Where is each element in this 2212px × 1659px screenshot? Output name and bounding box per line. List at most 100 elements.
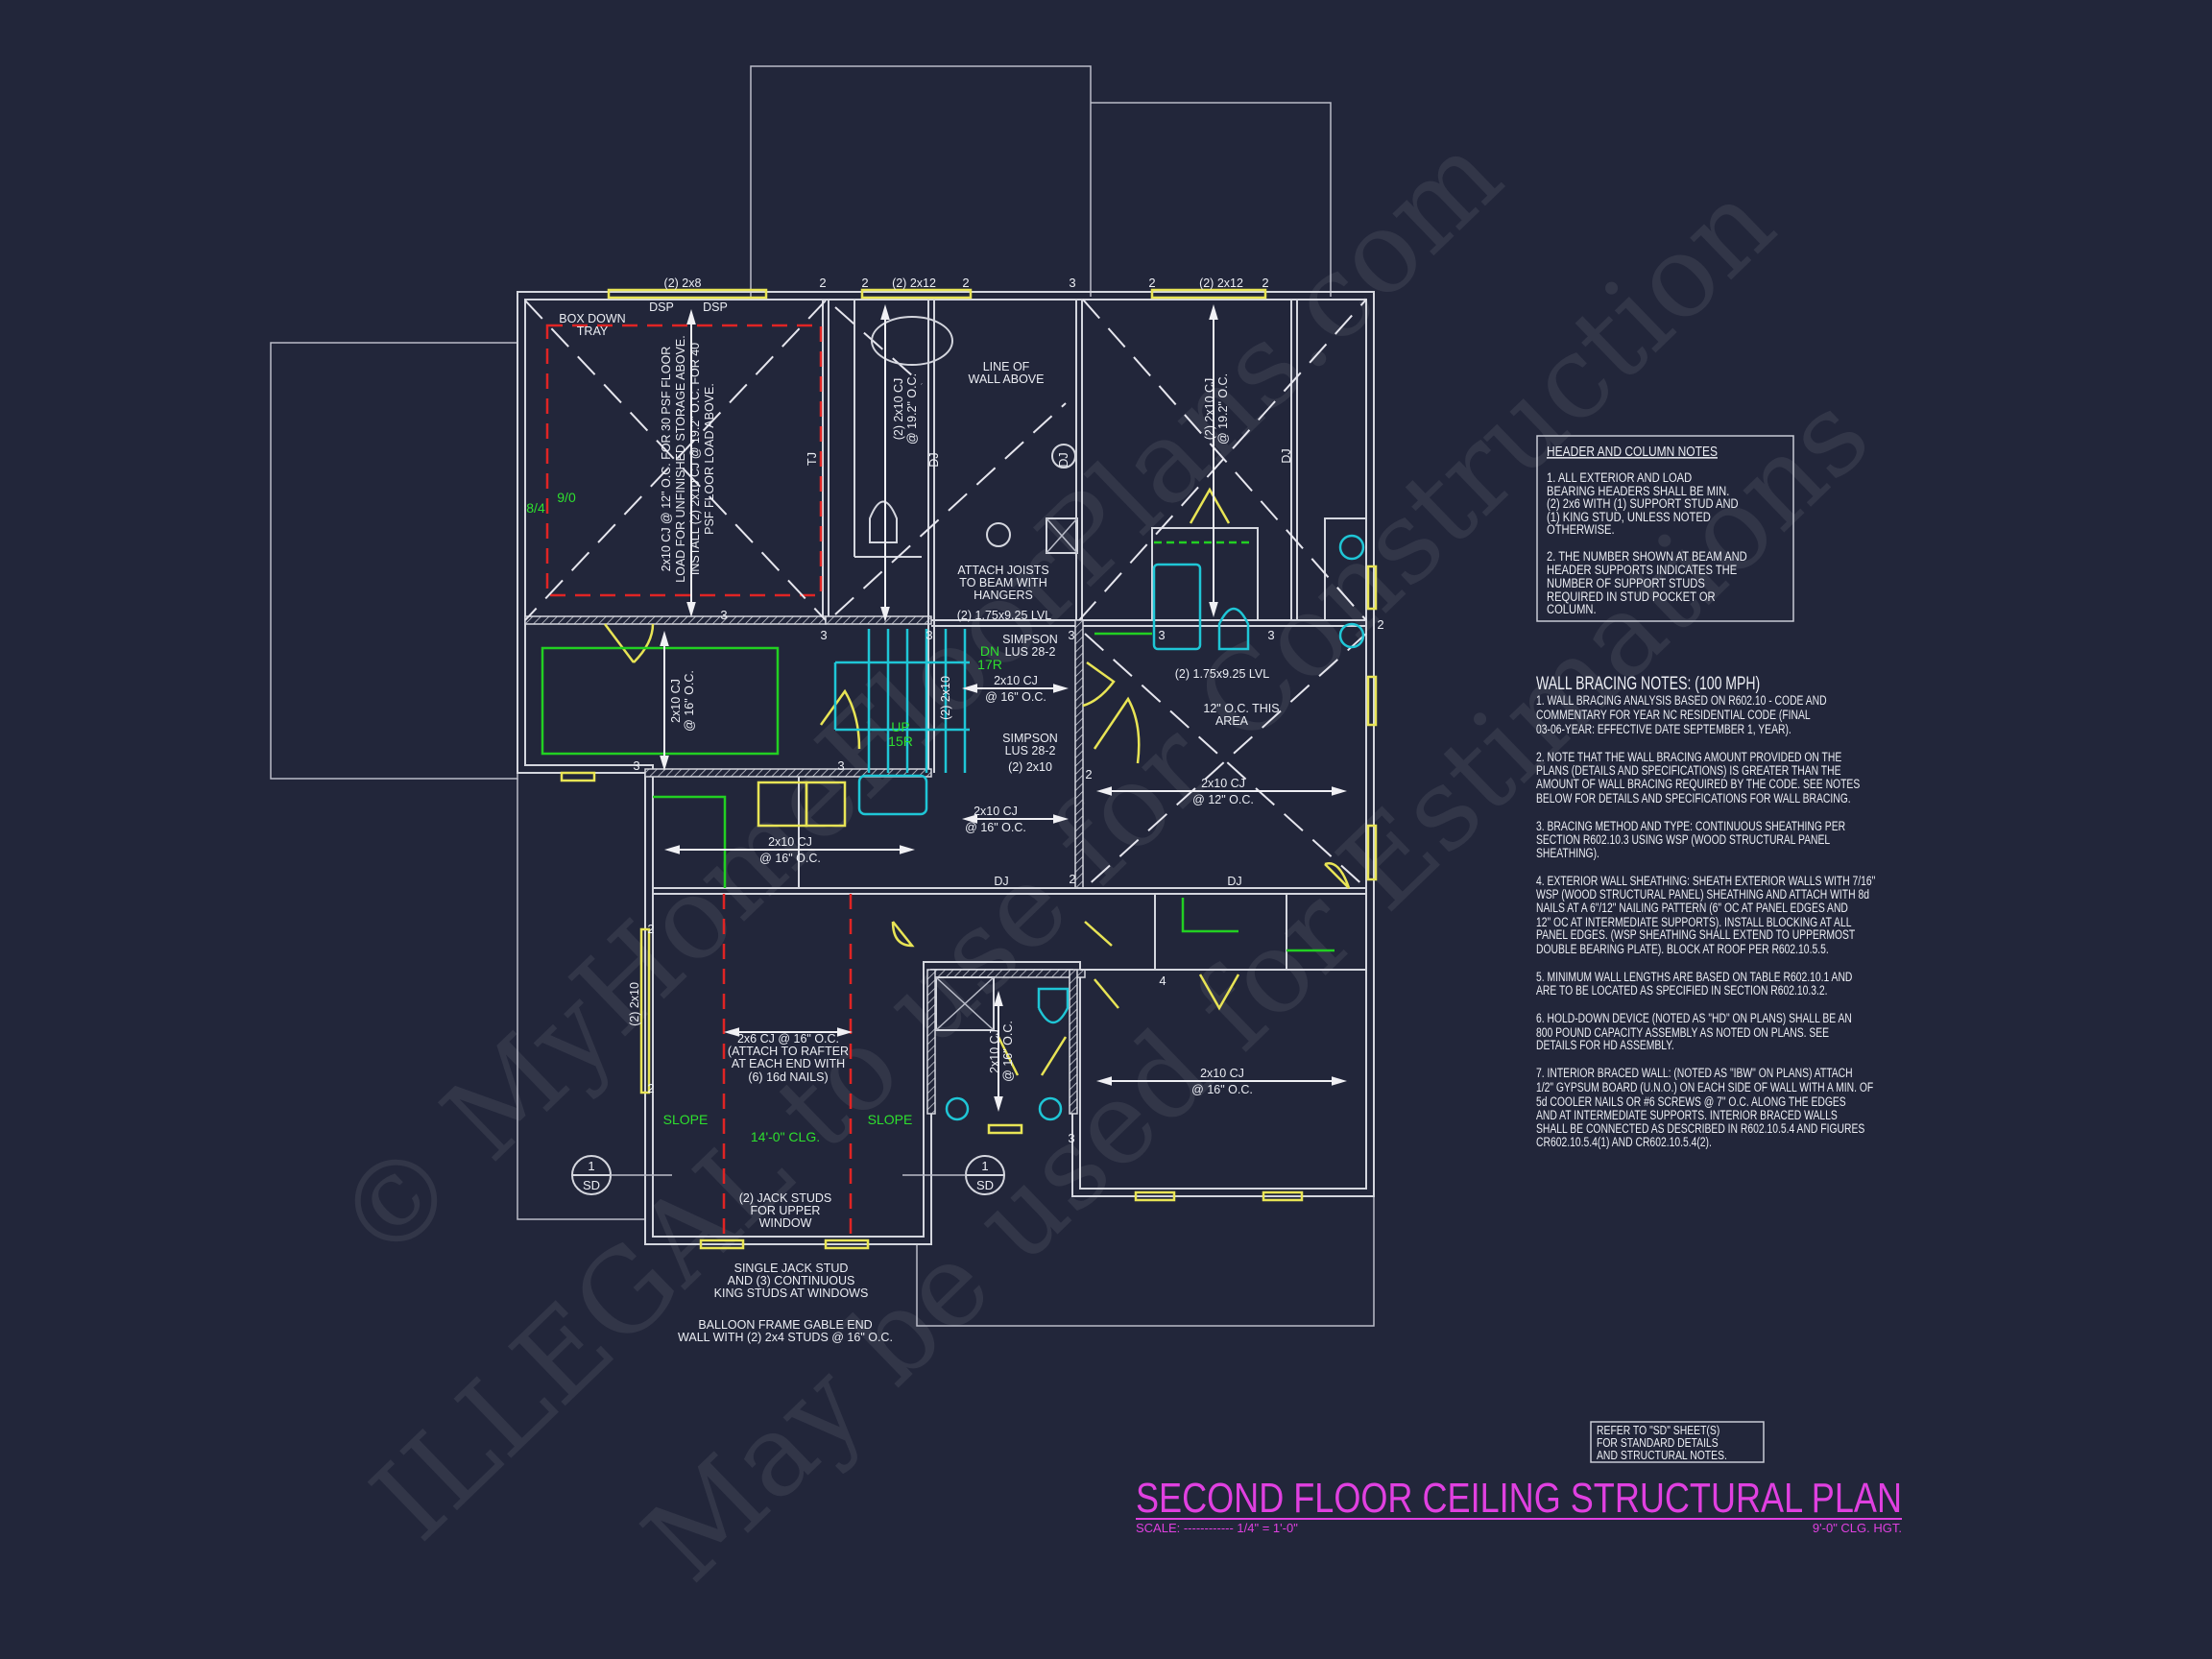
support-number: 3 bbox=[1068, 628, 1074, 642]
balloon-frame-note: BALLOON FRAME GABLE END bbox=[698, 1318, 872, 1332]
note-line: SECTION R602.10.3 USING WSP (WOOD STRUCT… bbox=[1536, 831, 1830, 847]
line-of-wall-label: WALL ABOVE bbox=[969, 373, 1045, 386]
support-number: 3 bbox=[633, 758, 639, 773]
oc-area-note: 12" O.C. THIS bbox=[1203, 702, 1279, 715]
rafter-note: AT EACH END WITH bbox=[732, 1057, 845, 1070]
refer-line: FOR STANDARD DETAILS bbox=[1597, 1436, 1719, 1450]
note-line: COLUMN. bbox=[1547, 602, 1597, 616]
support-number: 2 bbox=[962, 276, 969, 290]
line-of-wall-label: LINE OF bbox=[983, 360, 1030, 373]
joist-label: @ 16" O.C. bbox=[1191, 1083, 1253, 1096]
note-line: PLANS (DETAILS AND SPECIFICATIONS) IS GR… bbox=[1536, 762, 1840, 778]
ceiling-lines bbox=[524, 299, 1367, 1237]
note-line: DOUBLE BEARING PLATE). BLOCK AT ROOF PER… bbox=[1536, 941, 1829, 956]
support-number: 2 bbox=[819, 276, 826, 290]
joist-label: @ 19.2" O.C. bbox=[1216, 373, 1230, 445]
stair-up-label: UP bbox=[891, 719, 909, 734]
tub-icon bbox=[871, 316, 953, 366]
joist-label: (2) 2x10 CJ bbox=[1203, 378, 1216, 441]
toilet-icon bbox=[1037, 987, 1070, 1024]
ceiling-height-label: 14'-0" CLG. bbox=[751, 1129, 820, 1144]
support-number: 3 bbox=[926, 628, 932, 642]
tray-joist-note: LOAD FOR UNFINISHED STORAGE ABOVE. bbox=[674, 335, 687, 582]
shower-icon bbox=[935, 976, 995, 1031]
section-number: 1 bbox=[981, 1159, 988, 1173]
note-line: OTHERWISE. bbox=[1547, 522, 1615, 537]
appliance-icon bbox=[805, 781, 847, 828]
section-marker[interactable]: 1 SD bbox=[902, 1155, 1005, 1195]
note-line: AND AT INTERMEDIATE SUPPORTS. INTERIOR B… bbox=[1536, 1107, 1838, 1122]
note-line: HEADER SUPPORTS INDICATES THE bbox=[1547, 563, 1737, 577]
dsp-label: DSP bbox=[649, 301, 674, 314]
header-column-notes: HEADER AND COLUMN NOTES 1. ALL EXTERIOR … bbox=[1536, 435, 1794, 622]
header-label: (2) 2x12 bbox=[892, 276, 936, 290]
note-line: COMMENTARY FOR YEAR NC RESIDENTIAL CODE … bbox=[1536, 707, 1811, 722]
dj-label: DJ bbox=[1227, 875, 1241, 888]
note-line: 7. INTERIOR BRACED WALL: (NOTED AS "IBW"… bbox=[1536, 1065, 1853, 1080]
note-line: 1. ALL EXTERIOR AND LOAD bbox=[1547, 470, 1692, 485]
ceiling-height-note: 9'-0" CLG. HGT. bbox=[1813, 1521, 1902, 1535]
notes-heading: WALL BRACING NOTES: (100 MPH) bbox=[1536, 673, 1760, 694]
simpson-hanger-label: LUS 28-2 bbox=[1005, 744, 1056, 757]
note-line: AMOUNT OF WALL BRACING REQUIRED BY THE C… bbox=[1536, 776, 1860, 791]
support-number: 2 bbox=[1148, 276, 1155, 290]
section-sheet: SD bbox=[976, 1178, 994, 1192]
attach-joists-note: ATTACH JOISTS bbox=[957, 564, 1048, 577]
support-number: 2 bbox=[1262, 276, 1268, 290]
note-line: 6. HOLD-DOWN DEVICE (NOTED AS "HD" ON PL… bbox=[1536, 1010, 1852, 1025]
support-number: 2 bbox=[1069, 872, 1075, 886]
note-line: WSP (WOOD STRUCTURAL PANEL) SHEATHING AN… bbox=[1536, 886, 1869, 902]
support-number: 3 bbox=[720, 608, 727, 622]
bathtub-icon bbox=[1152, 563, 1202, 651]
joist-label: 2x10 CJ bbox=[1201, 777, 1245, 790]
note-line: 3. BRACING METHOD AND TYPE: CONTINUOUS S… bbox=[1536, 818, 1845, 833]
roof-outlines bbox=[270, 65, 1375, 1327]
note-line: REQUIRED IN STUD POCKET OR bbox=[1547, 589, 1716, 604]
sink-icon bbox=[1338, 534, 1365, 561]
joist-label: @ 16" O.C. bbox=[759, 852, 821, 865]
oc-area-note: AREA bbox=[1215, 714, 1249, 728]
box-down-label: BOX DOWN bbox=[559, 312, 625, 325]
dj-label: DJ bbox=[1280, 448, 1293, 463]
joist-label: @ 19.2" O.C. bbox=[905, 373, 919, 445]
support-number: 3 bbox=[837, 758, 844, 773]
dj-label: DJ bbox=[1057, 452, 1070, 467]
note-line: DETAILS FOR HD ASSEMBLY. bbox=[1536, 1037, 1674, 1052]
joist-label: 2x10 CJ bbox=[974, 805, 1018, 818]
rafter-note: (ATTACH TO RAFTER bbox=[728, 1045, 849, 1058]
stair-down-label: 17R bbox=[977, 657, 1002, 672]
support-number: 2 bbox=[1085, 767, 1092, 781]
title-block: SECOND FLOOR CEILING STRUCTURAL PLAN SCA… bbox=[1136, 1475, 1902, 1535]
note-line: SHALL BE CONNECTED AS DESCRIBED IN R602.… bbox=[1536, 1120, 1864, 1136]
refer-line: AND STRUCTURAL NOTES. bbox=[1597, 1449, 1727, 1462]
rafter-note: (6) 16d NAILS) bbox=[748, 1070, 828, 1084]
dj-label: DJ bbox=[994, 875, 1008, 888]
note-line: 800 POUND CAPACITY ASSEMBLY AS NOTED ON … bbox=[1536, 1024, 1829, 1040]
attach-joists-note: TO BEAM WITH bbox=[959, 576, 1046, 589]
drawing-title: SECOND FLOOR CEILING STRUCTURAL PLAN bbox=[1136, 1475, 1902, 1522]
joist-label: @ 16" O.C. bbox=[965, 821, 1026, 834]
sink-icon bbox=[1038, 1096, 1063, 1121]
note-line: PANEL EDGES. (WSP SHEATHING SHALL EXTEND… bbox=[1536, 926, 1856, 942]
interior-walls bbox=[517, 300, 1367, 1115]
doors bbox=[604, 487, 1351, 1076]
note-line: BELOW FOR DETAILS AND SPECIFICATIONS FOR… bbox=[1536, 790, 1851, 805]
note-line: 12" OC AT INTERMEDIATE SUPPORTS). INSTAL… bbox=[1536, 914, 1852, 929]
notes-heading: HEADER AND COLUMN NOTES bbox=[1547, 444, 1718, 460]
refer-line: REFER TO "SD" SHEET(S) bbox=[1597, 1424, 1719, 1437]
section-sheet: SD bbox=[583, 1178, 600, 1192]
support-number: 3 bbox=[1267, 628, 1274, 642]
beam-label: (2) 2x10 bbox=[939, 676, 952, 720]
header-label: (2) 2x12 bbox=[1199, 276, 1243, 290]
dsp-label: DSP bbox=[703, 301, 728, 314]
balloon-frame-note: WALL WITH (2) 2x4 STUDS @ 16" O.C. bbox=[678, 1331, 893, 1344]
note-line: (2) 2x6 WITH (1) SUPPORT STUD AND bbox=[1547, 496, 1739, 511]
note-line: NUMBER OF SUPPORT STUDS bbox=[1547, 576, 1705, 590]
sink-icon bbox=[945, 1096, 970, 1121]
single-jack-note: AND (3) CONTINUOUS bbox=[728, 1274, 855, 1287]
section-marker[interactable]: 1 SD bbox=[571, 1155, 672, 1195]
tray-joist-note: 2x10 CJ @ 12" O.C. FOR 30 PSF FLOOR bbox=[660, 347, 673, 572]
tray-joist-note: PSF FLOOR LOAD ABOVE. bbox=[703, 383, 716, 535]
note-line: 2. NOTE THAT THE WALL BRACING AMOUNT PRO… bbox=[1536, 749, 1841, 764]
